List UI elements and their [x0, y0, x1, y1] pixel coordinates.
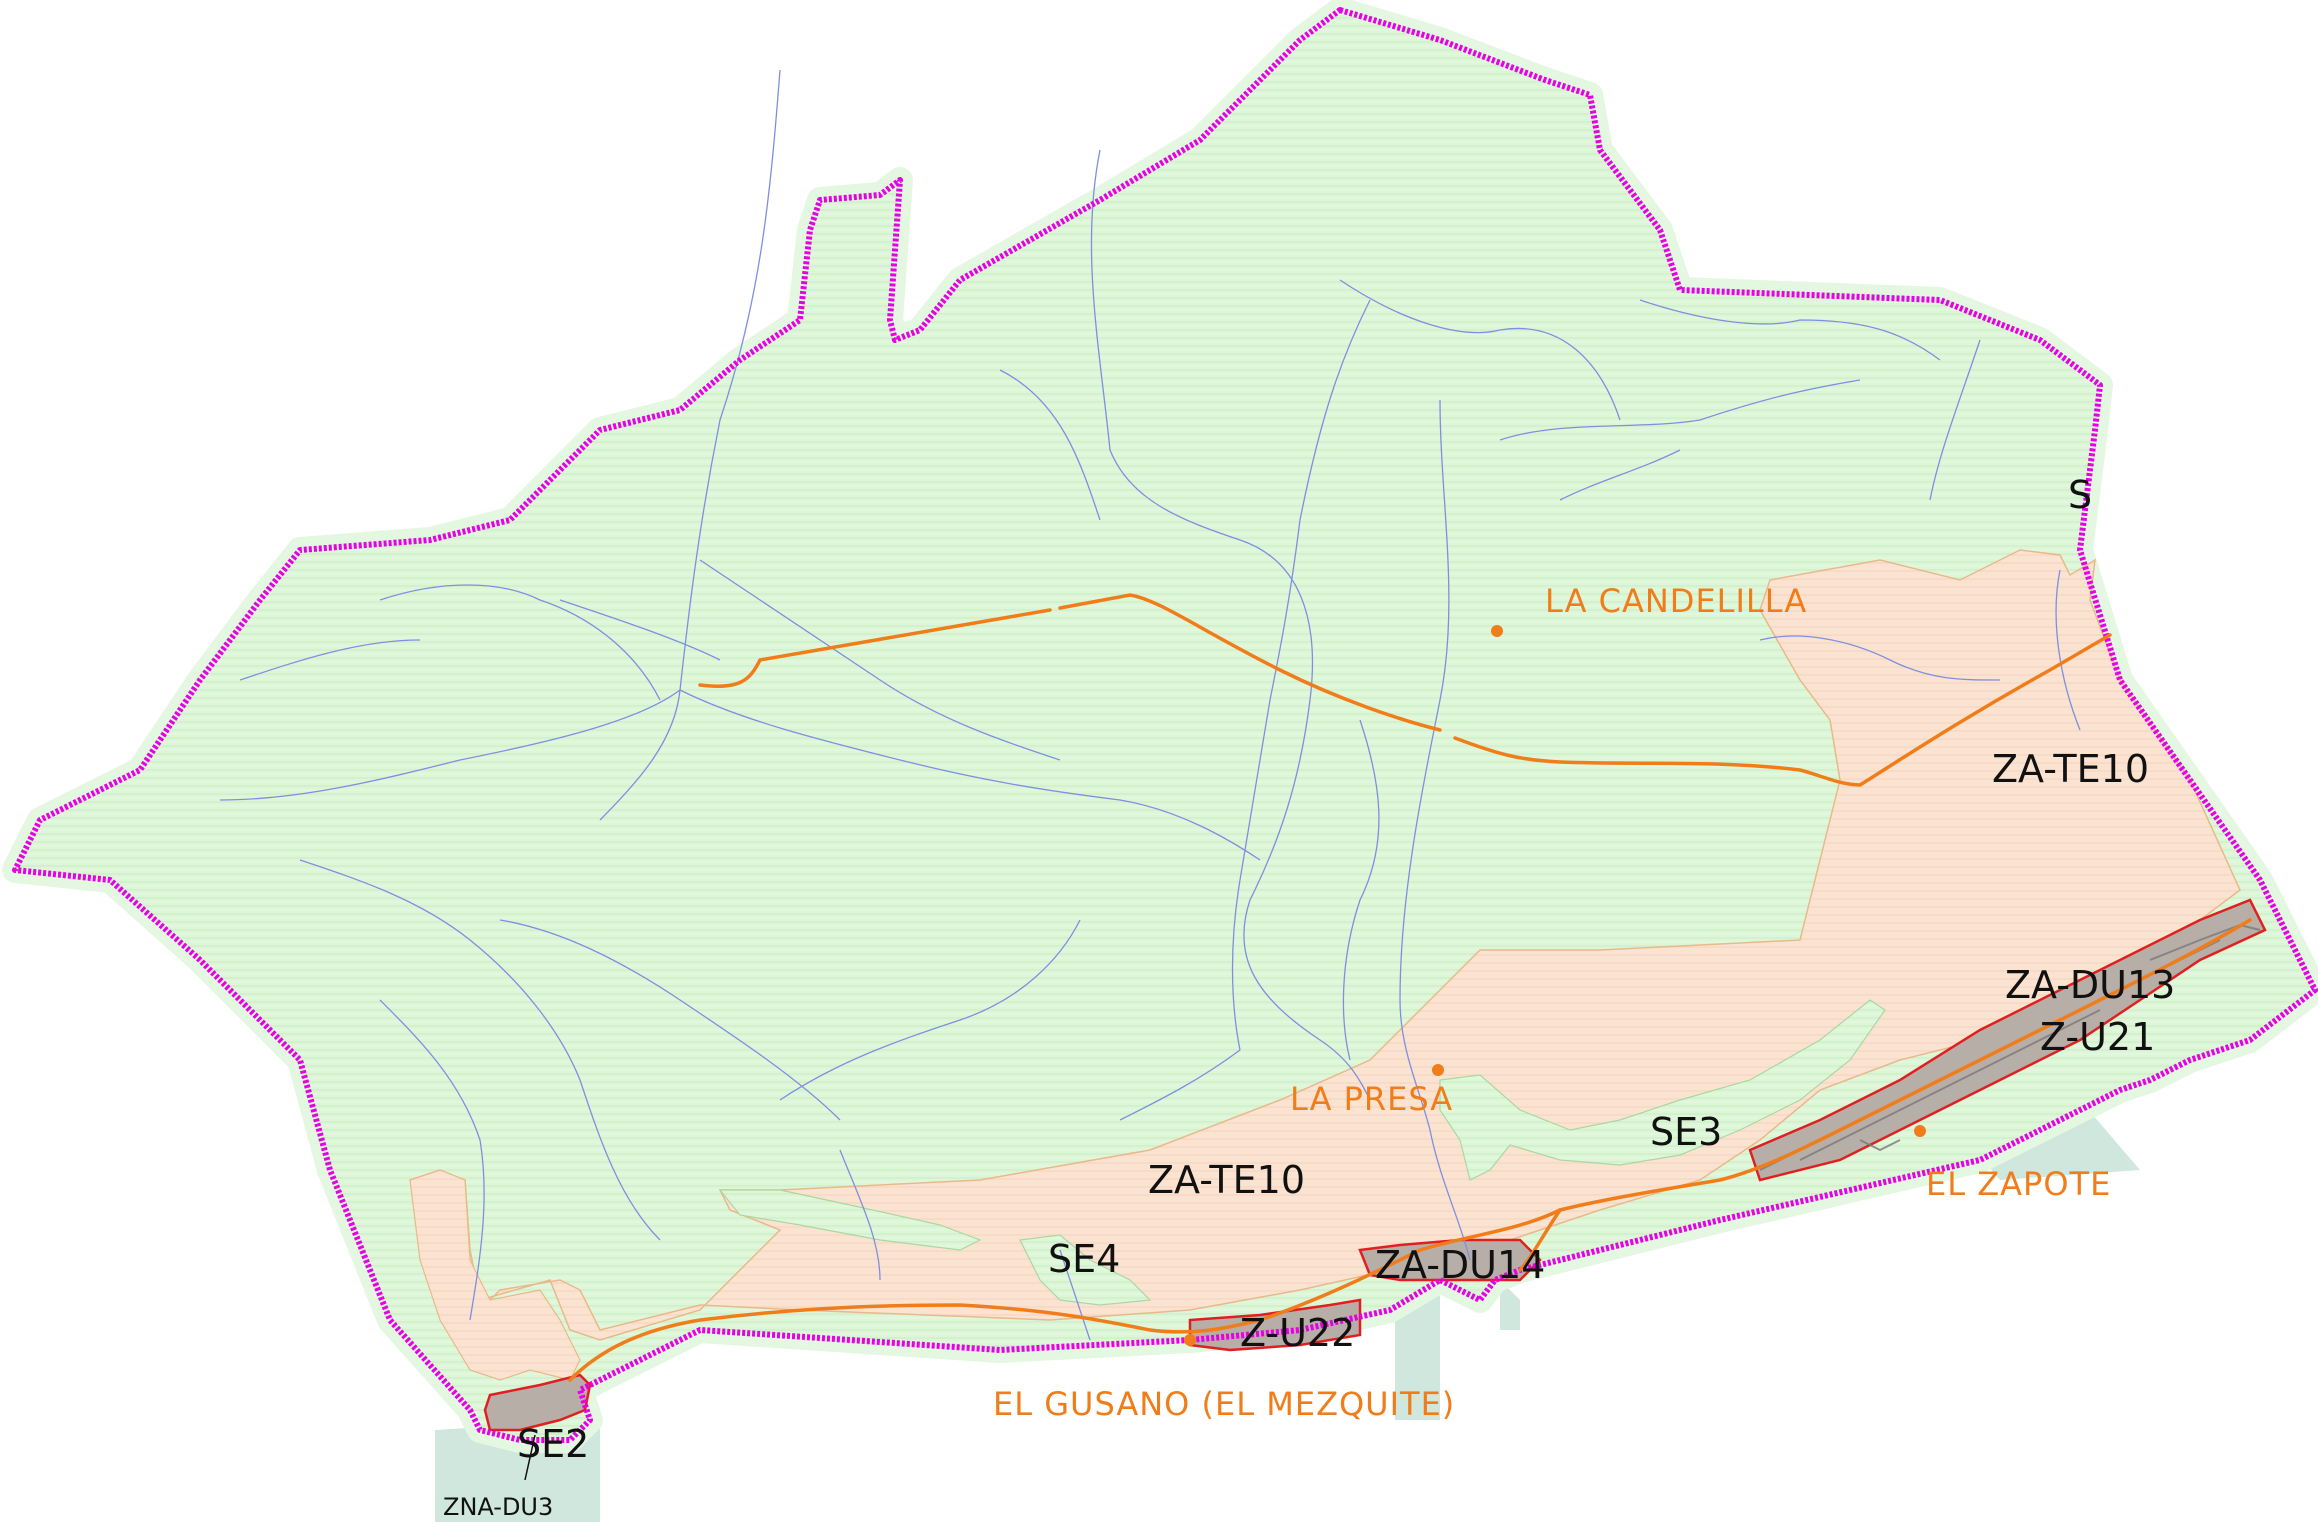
marker-el-zapote: [1914, 1125, 1926, 1137]
municipal-boundary: [12, 7, 2318, 1443]
label-za-du13: ZA-DU13: [2005, 963, 2175, 1007]
leader-zna-du3: [524, 1434, 536, 1481]
label-la-candelilla: LA CANDELILLA: [1545, 582, 1807, 620]
zone-labels: ZA-TE10 ZA-TE10 ZA-DU13 Z-U21 SE3 SE4 ZA…: [443, 473, 2175, 1521]
urban-se2: [483, 1373, 592, 1432]
green-island-se3: [1439, 999, 1886, 1181]
label-z-u21: Z-U21: [2040, 1015, 2155, 1059]
label-za-du14: ZA-DU14: [1375, 1243, 1545, 1287]
road-coastal: [568, 918, 2252, 1382]
roads: [568, 593, 2252, 1382]
label-la-presa: LA PRESA: [1290, 1080, 1453, 1118]
river-network: [219, 69, 2081, 1341]
label-za-te10-central: ZA-TE10: [1148, 1158, 1305, 1202]
label-za-te10-east: ZA-TE10: [1992, 747, 2149, 791]
label-z-u22: Z-U22: [1240, 1311, 1355, 1355]
road-coastal-branch: [1518, 1208, 1562, 1272]
marker-la-presa: [1432, 1064, 1444, 1076]
place-labels: LA CANDELILLA LA PRESA EL ZAPOTE EL GUSA…: [993, 582, 2111, 1423]
label-el-gusano: EL GUSANO (EL MEZQUITE): [993, 1385, 1455, 1423]
marker-la-candelilla: [1491, 625, 1503, 637]
label-el-zapote: EL ZAPOTE: [1926, 1165, 2111, 1203]
place-markers: [1184, 625, 1926, 1346]
agricultural-strip-west: [409, 1169, 581, 1381]
green-finger-south: [718, 1189, 982, 1251]
label-s-mark: S: [2068, 473, 2092, 517]
label-se4: SE4: [1048, 1237, 1120, 1281]
road-north-3: [1453, 633, 2112, 787]
label-se3: SE3: [1650, 1110, 1722, 1154]
green-island-se4: [1019, 1234, 1152, 1306]
road-north: [698, 608, 1052, 688]
marker-el-gusano: [1184, 1334, 1196, 1346]
label-zna-du3: ZNA-DU3: [443, 1493, 553, 1521]
label-se2: SE2: [517, 1422, 589, 1466]
road-north-2: [1058, 593, 1442, 732]
